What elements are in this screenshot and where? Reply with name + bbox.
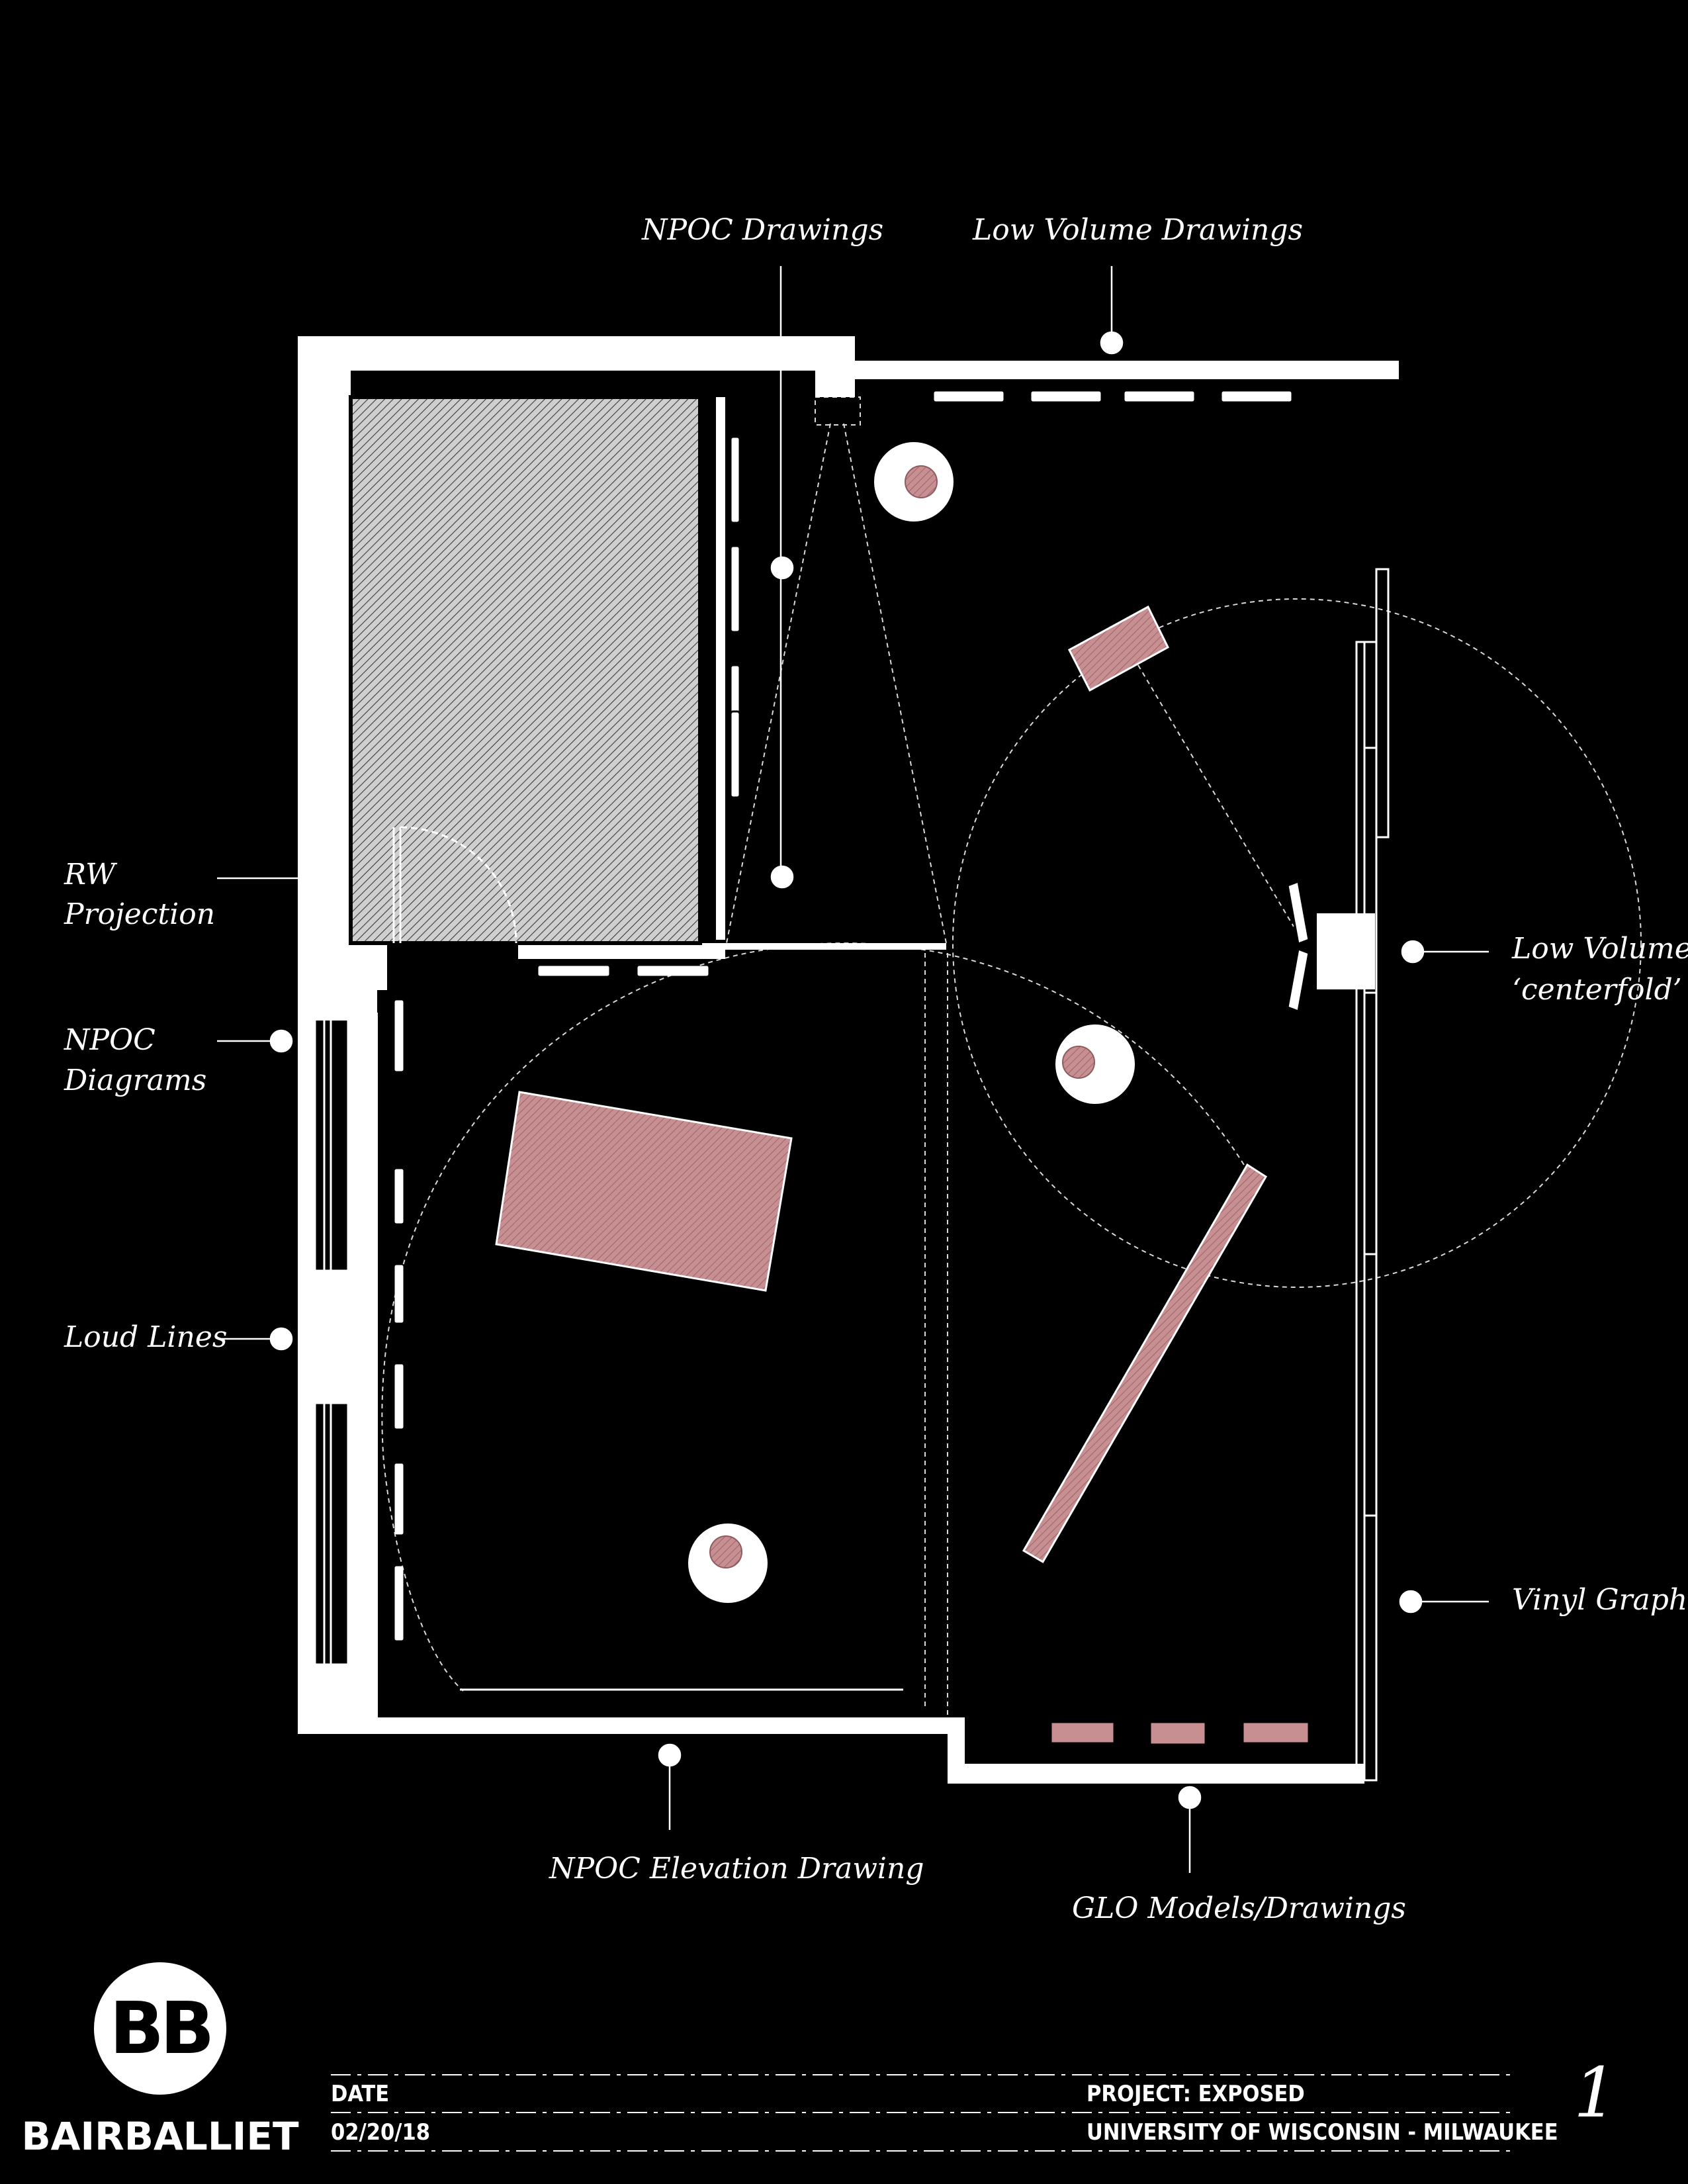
storage-room-frame — [349, 395, 702, 945]
date-label: DATE — [331, 2081, 389, 2107]
logo: BB BAIRBALLIET — [21, 1962, 299, 2159]
door — [392, 826, 517, 944]
stool-2 — [1055, 1024, 1135, 1104]
wall-top-right — [855, 361, 1399, 379]
wall-bottom-left — [298, 1717, 965, 1734]
logo-name: BAIRBALLIET — [21, 2114, 299, 2159]
page-number: 1 — [1574, 2052, 1617, 2133]
logo-mark: BB — [110, 1987, 211, 2070]
label-vinyl-graphic: Vinyl Graphic — [1512, 1583, 1688, 1617]
large-table — [495, 1091, 793, 1292]
wall-bottom-right — [948, 1764, 1364, 1784]
label-rw-projection-line1: RW — [64, 858, 118, 891]
left-windows — [314, 1018, 349, 1666]
wall-divider-vertical — [716, 397, 725, 940]
storage-room-hatched — [351, 397, 716, 943]
callout-leaders — [217, 266, 1489, 1873]
wall-loud-lines-block — [298, 1271, 378, 1403]
glo-model-3 — [1241, 1721, 1310, 1745]
institution: UNIVERSITY OF WISCONSIN - MILWAUKEE — [1087, 2119, 1558, 2146]
partition-line — [725, 943, 946, 950]
projector — [1068, 605, 1169, 692]
projection-lines — [381, 396, 1642, 1717]
label-rw-projection-line2: Projection — [64, 897, 215, 931]
wall-top-left — [298, 336, 855, 371]
label-glo-models-drawings: GLO Models/Drawings — [1072, 1891, 1406, 1925]
label-low-volume-centerfold-line2: ‘centerfold’ — [1512, 973, 1682, 1007]
furniture — [495, 605, 1310, 1746]
right-wall-outline — [1355, 568, 1390, 1782]
storage-room-inner-black — [700, 397, 716, 943]
glo-model-1 — [1049, 1721, 1116, 1745]
wall-divider-horizontal — [518, 943, 725, 959]
stools — [688, 442, 1135, 1603]
elevation-arc — [381, 942, 1245, 1692]
wall-left-upper — [298, 336, 351, 998]
centerfold-radius — [952, 598, 1642, 1288]
label-npoc-diagrams-line1: NPOC — [64, 1023, 155, 1057]
walls — [298, 336, 1399, 1784]
label-npoc-elevation-drawing: NPOC Elevation Drawing — [549, 1852, 924, 1886]
centerfold-block — [1317, 913, 1375, 989]
centerfold-screen — [1286, 880, 1310, 1013]
project-label: PROJECT: EXPOSED — [1087, 2081, 1305, 2107]
stool-3 — [688, 1524, 768, 1603]
label-loud-lines: Loud Lines — [64, 1320, 227, 1354]
wall-top-left-end — [815, 336, 855, 397]
stool-1 — [874, 442, 954, 522]
label-npoc-diagrams-line2: Diagrams — [64, 1064, 206, 1097]
title-block-lines — [331, 2074, 1515, 2152]
date-value: 02/20/18 — [331, 2119, 430, 2146]
wall-panels — [392, 389, 1294, 1643]
label-low-volume-drawings: Low Volume Drawings — [972, 213, 1303, 247]
label-npoc-drawings: NPOC Drawings — [641, 213, 883, 247]
logo-circle — [94, 1962, 226, 2095]
label-low-volume-centerfold-line1: Low Volume — [1511, 932, 1688, 966]
long-bench — [1022, 1163, 1268, 1564]
glo-model-2 — [1149, 1721, 1207, 1746]
